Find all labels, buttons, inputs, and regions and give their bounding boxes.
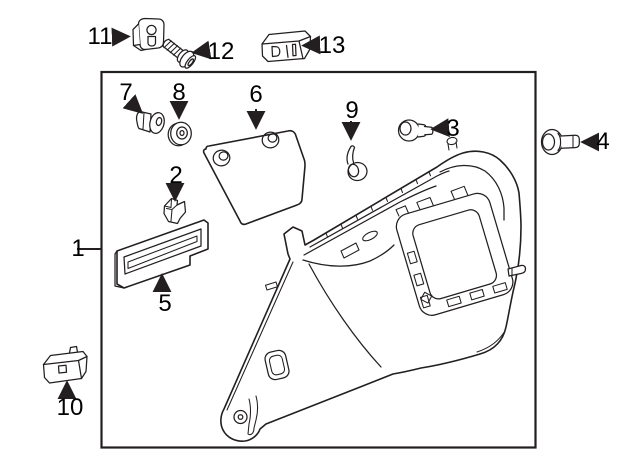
top-edge-knob xyxy=(446,136,458,146)
callout-label-7: 7 xyxy=(119,79,133,106)
part-drawing-screw-12 xyxy=(162,38,197,69)
vertical-slot xyxy=(291,43,297,57)
callout-label-4: 4 xyxy=(596,128,610,155)
panel-left-slot xyxy=(264,281,279,291)
panel-storage-opening xyxy=(395,185,514,316)
callout-label-10: 10 xyxy=(56,394,84,421)
part-drawing-clip-2 xyxy=(163,197,187,225)
callout-label-8: 8 xyxy=(172,79,186,106)
part-drawing-quarter-trim-panel xyxy=(220,136,527,442)
callout-label-9: 9 xyxy=(345,97,359,124)
callout-label-12: 12 xyxy=(207,38,235,65)
part-drawing-access-cover-6 xyxy=(202,129,306,226)
callout-label-1: 1 xyxy=(71,235,85,262)
part-drawing-screw-4 xyxy=(540,128,580,156)
arrow-to-part-7 xyxy=(122,94,144,114)
part-drawing-pin-clip-9 xyxy=(346,145,368,182)
part-drawing-grommet-8 xyxy=(167,121,192,147)
d-shaped-hole xyxy=(271,45,281,58)
callout-label-2: 2 xyxy=(169,162,183,189)
part-drawing-clip-10 xyxy=(42,345,88,384)
callout-label-3: 3 xyxy=(446,115,460,142)
panel-outline xyxy=(220,150,522,442)
arrow-to-part-12 xyxy=(191,40,212,60)
arrow-to-part-3 xyxy=(430,118,450,138)
callout-label-13: 13 xyxy=(318,32,346,59)
part-drawing-striker-13 xyxy=(261,30,312,63)
callout-label-6: 6 xyxy=(249,81,263,108)
keyhole-circle xyxy=(146,24,157,36)
cover-hole-right xyxy=(261,131,280,149)
assembly-boundary-box xyxy=(100,70,537,449)
part-drawing-sill-trim-strip-5 xyxy=(114,219,209,289)
arrow-to-part-11 xyxy=(111,27,131,47)
arrow-to-part-13 xyxy=(301,35,321,55)
callout-label-5: 5 xyxy=(158,290,172,317)
clip-square-hole xyxy=(57,364,68,374)
part-drawing-retainer-clip-11 xyxy=(132,17,165,52)
cover-hole-left xyxy=(212,149,231,167)
part-drawing-push-rivet-7 xyxy=(135,110,165,134)
callout-arrows xyxy=(57,27,600,400)
keyhole-slot xyxy=(147,35,157,47)
panel-lower-opening xyxy=(264,349,290,381)
callout-label-11: 11 xyxy=(87,23,113,50)
rail-ribs xyxy=(325,171,432,238)
part-drawing-screw-3 xyxy=(397,119,434,142)
panel-foot-hole xyxy=(233,409,248,425)
